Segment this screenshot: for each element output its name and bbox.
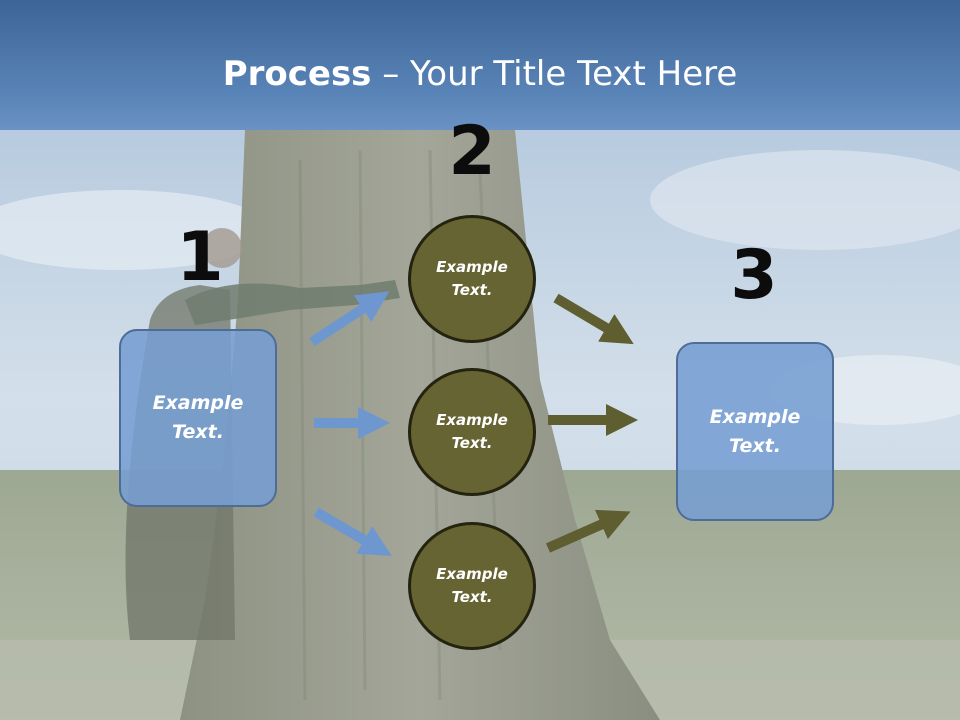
- step-number-2: 2: [448, 112, 496, 191]
- step-1-box: Example Text.: [119, 329, 277, 507]
- arrow-2a-to-3: [553, 293, 634, 345]
- step-3-box: Example Text.: [676, 342, 834, 521]
- arrow-1-to-2c: [313, 507, 392, 557]
- arrow-2c-to-3: [545, 509, 631, 553]
- arrow-1-to-2a: [309, 291, 390, 347]
- title-bar: [0, 0, 960, 130]
- step-2-circle-1: Example Text.: [408, 215, 536, 343]
- title-bold: Process: [222, 54, 372, 94]
- step-number-1: 1: [176, 218, 224, 297]
- title-rest: – Your Title Text Here: [371, 54, 738, 94]
- slide-title: Process – Your Title Text Here: [0, 52, 960, 96]
- step-number-3: 3: [730, 236, 778, 315]
- step-2-circle-2: Example Text.: [408, 368, 536, 496]
- step-2-circle-3: Example Text.: [408, 522, 536, 650]
